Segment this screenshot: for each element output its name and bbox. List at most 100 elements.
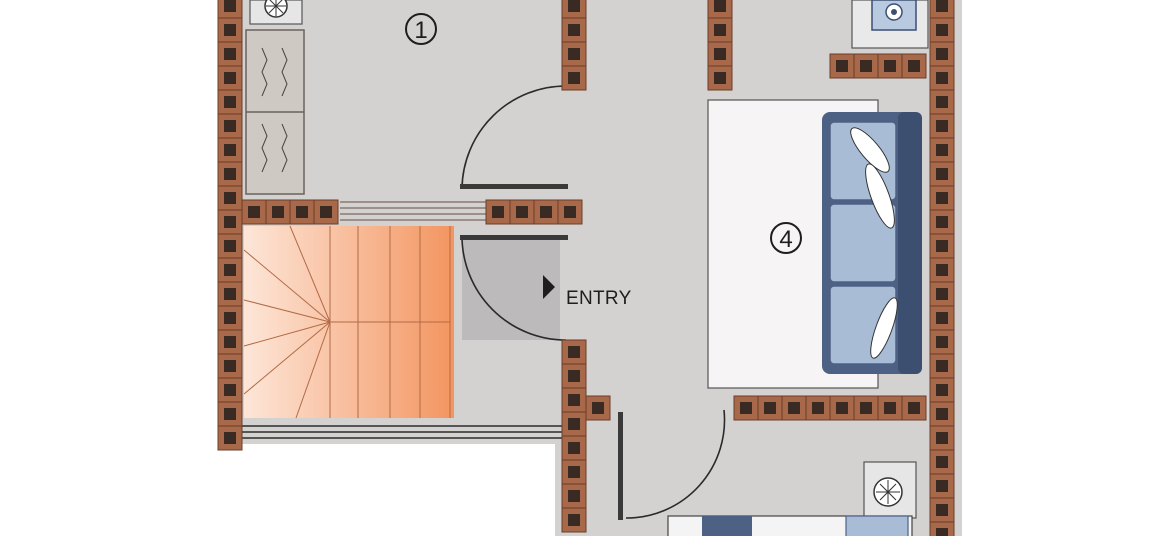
brick-hole [224,360,236,372]
staircase [243,225,454,419]
brick-hole [936,168,948,180]
brick-hole [320,206,332,218]
brick-hole [908,402,920,414]
brick-hole [936,120,948,132]
brick-hole [714,24,726,36]
brick-hole [224,384,236,396]
door-leaves [460,184,623,520]
brick-hole [224,216,236,228]
brick-hole [936,240,948,252]
brick-hole [836,60,848,72]
brick-hole [224,336,236,348]
brick-block [733,395,759,421]
brick-hole [836,402,848,414]
brick-hole [908,60,920,72]
brick-hole [224,24,236,36]
brick-hole [592,402,604,414]
brick-hole [714,72,726,84]
brick-hole [568,48,580,60]
brick-hole [224,0,236,12]
brick-hole [568,466,580,478]
brick-hole [788,402,800,414]
brick-hole [224,96,236,108]
brick-hole [568,514,580,526]
brick-block [585,395,611,421]
brick-hole [568,24,580,36]
brick-block [929,305,955,331]
brick-hole [936,360,948,372]
brick-hole [936,408,948,420]
stair-rail-lines [242,425,562,439]
brick-hole [224,144,236,156]
brick-hole [564,206,576,218]
brick-hole [224,408,236,420]
brick-walls [217,0,955,536]
brick-block [929,257,955,283]
brick-hole [714,0,726,12]
brick-hole [936,48,948,60]
brick-hole [224,432,236,444]
brick-hole [568,370,580,382]
brick-hole [936,432,948,444]
brick-block [929,425,955,451]
brick-hole [936,72,948,84]
brick-hole [568,418,580,430]
entry-label: ENTRY [566,288,632,309]
brick-hole [936,144,948,156]
brick-hole [568,346,580,358]
brick-hole [936,504,948,516]
brick-hole [936,336,948,348]
brick-hole [224,72,236,84]
brick-hole [568,394,580,406]
brick-hole [224,240,236,252]
brick-hole [248,206,260,218]
stove-burner-icon [851,0,929,49]
door-swings [461,85,726,519]
brick-hole [568,442,580,454]
brick-hole [568,72,580,84]
brick-hole [936,456,948,468]
brick-hole [492,206,504,218]
brick-hole [884,60,896,72]
brick-hole [860,60,872,72]
brick-block [217,401,243,427]
brick-hole [936,24,948,36]
brick-hole [936,528,948,536]
brick-hole [714,48,726,60]
bed-partial [667,515,913,536]
brick-hole [224,192,236,204]
brick-hole [936,384,948,396]
wardrobe [245,29,305,195]
entry-arrow-icon [543,275,555,299]
brick-hole [224,312,236,324]
brick-hole [224,120,236,132]
brick-hole [936,288,948,300]
room-number-1: 1 [405,13,437,45]
brick-hole [936,264,948,276]
sofa [822,112,922,374]
brick-hole [764,402,776,414]
brick-hole [224,48,236,60]
ac-unit-icon [249,0,303,25]
brick-hole [224,168,236,180]
thresholds [340,201,486,221]
brick-hole [936,480,948,492]
brick-block [217,353,243,379]
brick-hole [812,402,824,414]
brick-hole [936,312,948,324]
brick-hole [516,206,528,218]
brick-hole [936,192,948,204]
brick-hole [860,402,872,414]
brick-hole [540,206,552,218]
brick-hole [272,206,284,218]
brick-hole [884,402,896,414]
brick-hole [568,490,580,502]
brick-hole [740,402,752,414]
brick-hole [568,0,580,12]
brick-hole [936,0,948,12]
brick-hole [936,96,948,108]
brick-hole [296,206,308,218]
room-number-4: 4 [770,222,802,254]
brick-hole [936,216,948,228]
brick-block [707,17,733,43]
